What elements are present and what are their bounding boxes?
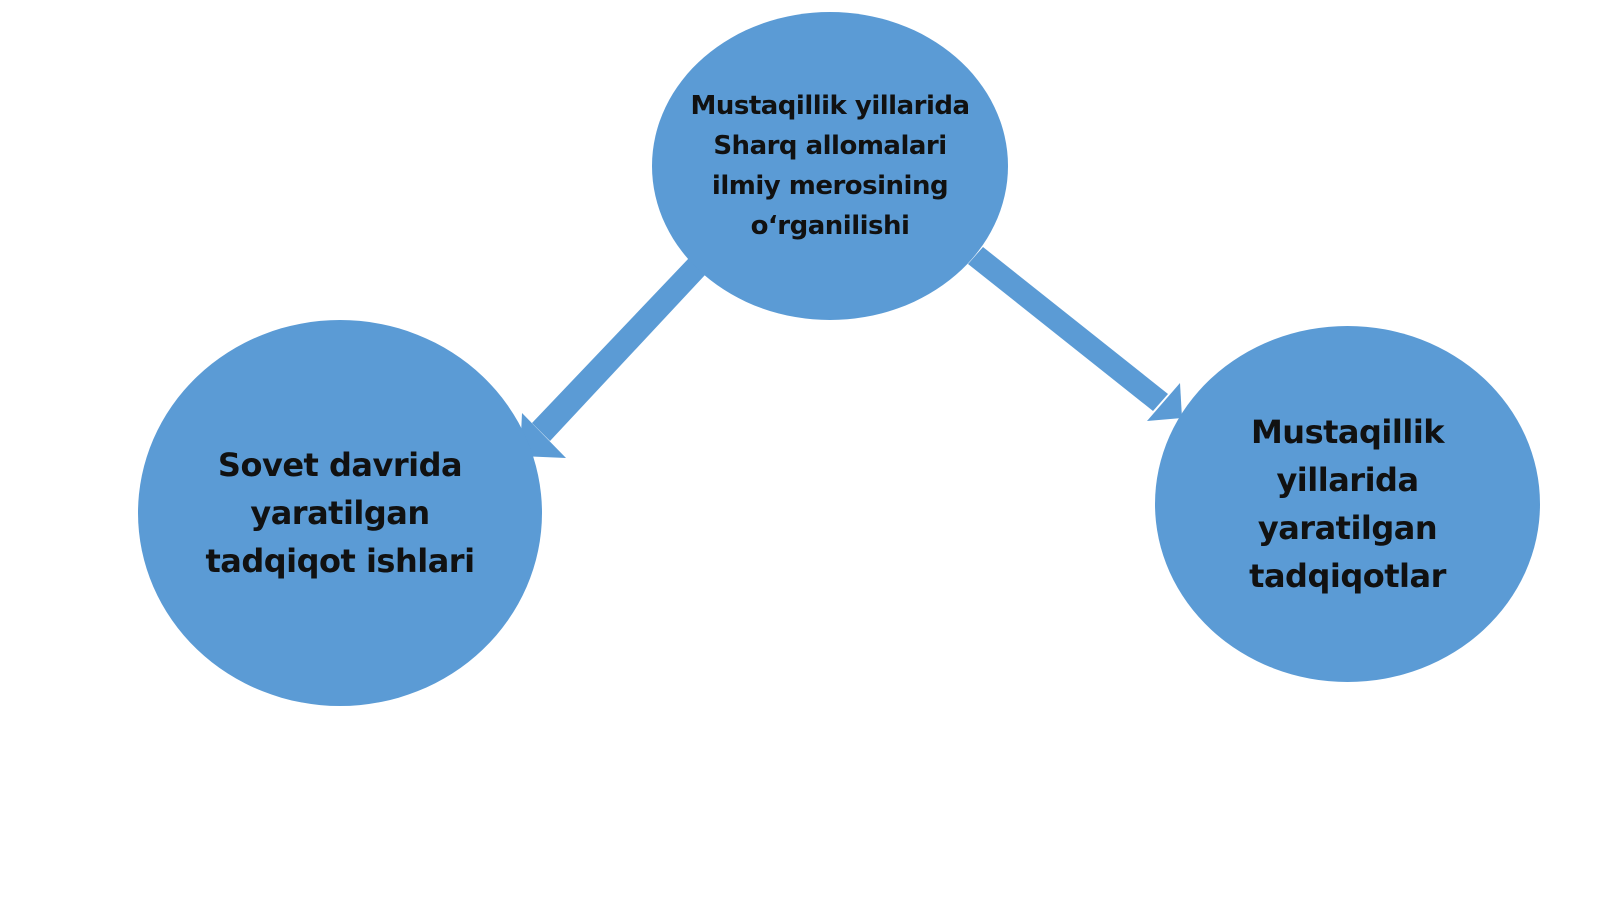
node-top-main-topic: Mustaqillik yillarida Sharq allomalari i… (652, 12, 1008, 320)
node-right-independence-research: Mustaqillik yillarida yaratilgan tadqiqo… (1155, 326, 1540, 682)
node-left-label: Sovet davrida yaratilgan tadqiqot ishlar… (205, 446, 475, 580)
node-right-label: Mustaqillik yillarida yaratilgan tadqiqo… (1249, 413, 1446, 595)
node-top-label: Mustaqillik yillarida Sharq allomalari i… (690, 91, 970, 241)
node-left-soviet-research: Sovet davrida yaratilgan tadqiqot ishlar… (138, 320, 542, 706)
arrow-top-to-right (968, 247, 1182, 421)
arrow-top-to-left (520, 258, 705, 458)
